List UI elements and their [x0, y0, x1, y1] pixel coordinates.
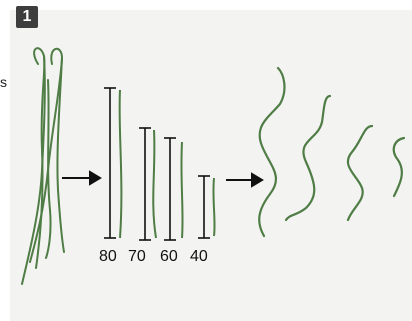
cut-stem-60 [181, 142, 182, 238]
bent-stems [259, 68, 404, 236]
cut-stem-70 [153, 130, 156, 238]
length-label-60: 60 [160, 248, 178, 266]
length-label-70: 70 [128, 248, 146, 266]
wavy-stem-1 [259, 68, 284, 236]
measure-group-40 [198, 176, 210, 238]
measure-group-60 [164, 138, 176, 240]
right-arrow-icon [226, 174, 262, 186]
wavy-stem-4 [394, 138, 404, 196]
measure-group-70 [139, 128, 151, 240]
length-label-40: 40 [190, 248, 208, 266]
right-arrow-icon [62, 172, 100, 184]
length-label-80: 80 [99, 248, 117, 266]
folded-stem-bundle [22, 48, 64, 284]
wavy-stem-2 [286, 96, 330, 220]
edge-text-fragment: s [0, 74, 7, 90]
measure-group-80 [104, 88, 116, 238]
cut-stem-80 [120, 90, 122, 238]
cut-stem-40 [213, 178, 214, 236]
step-number-badge: 1 [16, 6, 38, 28]
wavy-stem-3 [348, 126, 372, 220]
